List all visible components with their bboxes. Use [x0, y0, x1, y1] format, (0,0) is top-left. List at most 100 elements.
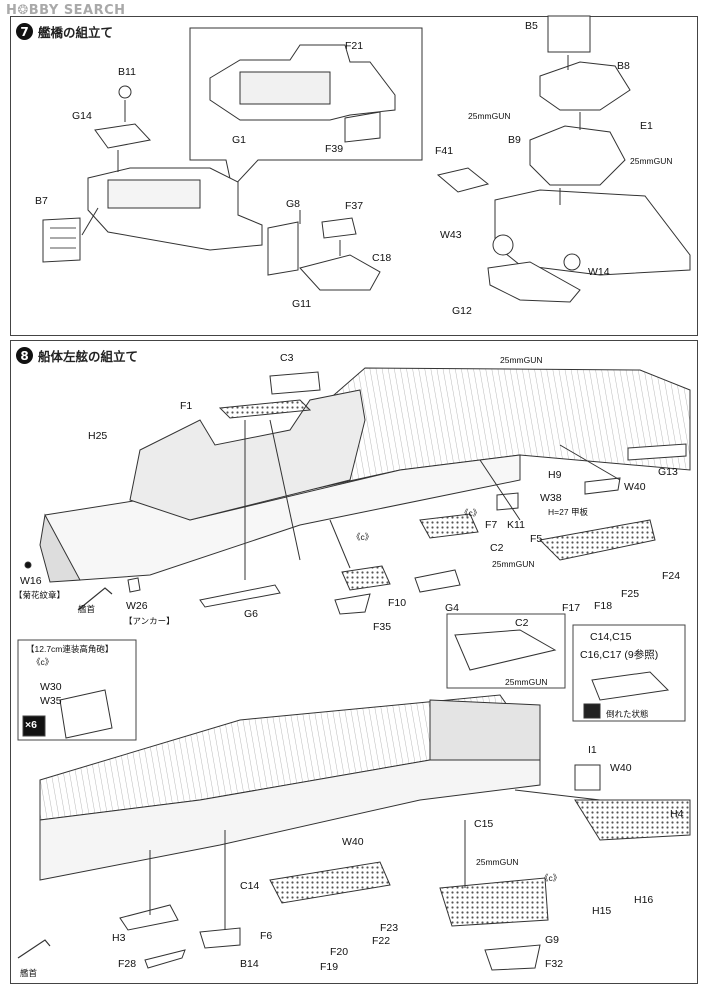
part-b5 [547, 15, 591, 53]
part-f1 [218, 399, 312, 419]
part-w43 [492, 234, 514, 256]
part-f7 [419, 513, 479, 539]
label-deck-height: H=27 甲板 [548, 506, 588, 518]
hull-side-lower [39, 754, 541, 881]
label-h4: H4 [670, 808, 684, 820]
part-g12 [487, 261, 581, 303]
part-f35 [334, 593, 371, 615]
label-f25: F25 [621, 588, 640, 600]
bow [39, 513, 81, 583]
label-h15: H15 [592, 905, 612, 917]
label-f28: F28 [118, 958, 137, 970]
label-b8: B8 [617, 60, 630, 72]
label-w40-b: W40 [610, 762, 632, 774]
step-8-number: 8 [16, 347, 33, 364]
label-25mmgun-1: 25mmGUN [468, 111, 511, 121]
label-f35: F35 [373, 621, 392, 633]
part-i1 [574, 764, 601, 791]
label-f10: F10 [388, 597, 407, 609]
label-c2-b: C2 [515, 617, 529, 629]
part-h4 [574, 799, 691, 841]
hull-stern [429, 699, 541, 761]
part-g8 [267, 221, 299, 276]
label-h25: H25 [88, 430, 108, 442]
step-7-number: 7 [16, 23, 33, 40]
part-b8 [539, 61, 631, 111]
label-g4: G4 [445, 602, 460, 614]
inset-gun-part [59, 689, 113, 739]
label-deck-h: H=27 [548, 507, 569, 517]
label-c-d: 《c》 [540, 873, 562, 883]
label-g13: G13 [658, 466, 678, 478]
label-f23: F23 [380, 922, 399, 934]
label-ref-parts: C16,C17 [580, 649, 622, 661]
part-f39 [344, 111, 381, 143]
label-f39: F39 [325, 143, 344, 155]
label-c15: C15 [474, 818, 494, 830]
part-b7-panel [42, 217, 81, 263]
part-g6 [199, 584, 281, 608]
part-b14 [199, 927, 241, 949]
part-f6 [269, 861, 391, 904]
label-f7: F7 [485, 519, 498, 531]
label-c2-a: C2 [490, 542, 504, 554]
label-g12: G12 [452, 305, 472, 317]
label-f19: F19 [320, 961, 339, 973]
hull-superstructure [129, 389, 366, 521]
label-f37: F37 [345, 200, 364, 212]
label-w35: W35 [40, 695, 62, 707]
part-b9 [529, 125, 626, 186]
label-b9: B9 [508, 134, 521, 146]
part-f21 [239, 71, 331, 105]
part-h3 [119, 904, 179, 931]
label-f24: F24 [662, 570, 681, 582]
step-8-title: 船体左舷の組立て [38, 349, 139, 364]
part-f41 [436, 167, 490, 193]
part-w26 [127, 577, 141, 593]
label-bow-2: 艦首 [20, 968, 38, 978]
label-w30: W30 [40, 681, 62, 693]
label-c-b: 《c》 [352, 532, 374, 542]
part-c3 [269, 371, 321, 395]
badge-x6 [22, 715, 46, 737]
label-anchor: 【アンカー】 [124, 616, 175, 626]
watermark: H❂BBY SEARCH [6, 3, 126, 18]
part-b11 [118, 85, 132, 99]
label-f32: F32 [545, 958, 564, 970]
part-w14 [563, 253, 581, 271]
label-g11: G11 [292, 298, 312, 310]
label-25mmgun-inset: 25mmGUN [505, 677, 548, 687]
label-25mmgun-top: 25mmGUN [500, 355, 543, 365]
part-f5 [538, 519, 656, 561]
label-g1: G1 [232, 134, 247, 146]
part-f32 [484, 944, 541, 971]
label-f22: F22 [372, 935, 391, 947]
label-f18: F18 [594, 600, 613, 612]
label-g8: G8 [286, 198, 301, 210]
label-c-a: 《c》 [460, 508, 482, 518]
label-f21: F21 [345, 40, 364, 52]
label-f6: F6 [260, 930, 273, 942]
label-b11: B11 [118, 66, 136, 78]
label-c14: C14 [240, 880, 260, 892]
label-w16: W16 [20, 575, 42, 587]
label-b7: B7 [35, 195, 48, 207]
label-h3: H3 [112, 932, 126, 944]
label-w26: W26 [126, 600, 148, 612]
part-f37 [321, 217, 357, 239]
label-ref-1: C14,C15 [590, 631, 632, 643]
label-h9: H9 [548, 469, 562, 481]
part-g11 [299, 254, 381, 291]
part-g13 [627, 443, 687, 461]
label-c3: C3 [280, 352, 294, 364]
label-25mmgun-2: 25mmGUN [630, 156, 673, 166]
label-x6: ×6 [25, 719, 37, 731]
label-25mmgun-low: 25mmGUN [476, 857, 519, 867]
label-kikka: 【菊花紋章】 [14, 590, 66, 600]
label-25mmgun-mid: 25mmGUN [492, 559, 535, 569]
label-c18: C18 [372, 252, 392, 264]
label-g9: G9 [545, 934, 560, 946]
part-g9 [439, 877, 549, 927]
label-ref-num: 9 [627, 649, 634, 661]
bow-arrows [17, 587, 113, 959]
